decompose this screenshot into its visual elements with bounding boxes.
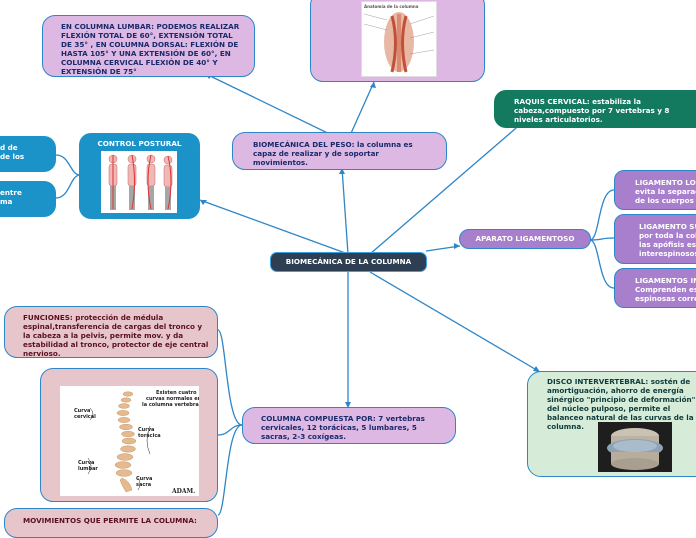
movimientos-text: MOVIMIENTOS QUE PERMITE LA COLUMNA:: [23, 516, 197, 525]
anatomy-caption: Anatomía de la columna: [364, 4, 419, 9]
back-muscles-illustration: Anatomía de la columna: [363, 4, 435, 73]
connector-lines: [55, 73, 615, 516]
ligamento-node-1[interactable]: LIGAMENTO LON evita la separaci de los c…: [614, 170, 696, 210]
central-topic-label: BIOMECÁNICA DE LA COLUMNA: [285, 257, 412, 266]
left-blue-text-1: d de de los: [0, 143, 25, 161]
control-postural-label: CONTROL POSTURAL: [97, 139, 182, 148]
ligamento-node-3[interactable]: LIGAMENTOS IN Comprenden esp espinosas c…: [614, 268, 696, 308]
left-blue-node-1[interactable]: d de de los: [0, 136, 56, 172]
funciones-node[interactable]: FUNCIONES: protección de médula espinal,…: [4, 306, 218, 358]
anatomy-node[interactable]: Anatomía de la columna: [310, 0, 485, 82]
columna-compuesta-node[interactable]: COLUMNA COMPUESTA POR: 7 vertebras cervi…: [242, 407, 456, 444]
lumbar-flexion-text: EN COLUMNA LUMBAR: PODEMOS REALIZAR FLEX…: [61, 22, 240, 76]
raquis-cervical-node[interactable]: RAQUIS CERVICAL: estabiliza la cabeza,co…: [494, 90, 696, 128]
columna-compuesta-text: COLUMNA COMPUESTA POR: 7 vertebras cervi…: [261, 414, 425, 441]
movimientos-node[interactable]: MOVIMIENTOS QUE PERMITE LA COLUMNA:: [4, 508, 218, 538]
ligamento-text-1: LIGAMENTO LON evita la separaci de los c…: [635, 178, 696, 205]
disco-intervertebral-node[interactable]: DISCO INTERVERTEBRAL: sostén de amortigu…: [527, 371, 696, 477]
disco-intervertebral-text: DISCO INTERVERTEBRAL: sostén de amortigu…: [547, 377, 696, 431]
raquis-cervical-text: RAQUIS CERVICAL: estabiliza la cabeza,co…: [514, 97, 670, 124]
control-postural-node[interactable]: CONTROL POSTURAL: [79, 133, 200, 219]
ligamento-node-2[interactable]: LIGAMENTO SU por toda la colu las apófis…: [614, 214, 696, 264]
left-blue-text-2: entre ma: [0, 188, 22, 206]
peso-text: BIOMECÁNICA DEL PESO: la columna es capa…: [253, 140, 413, 167]
adam-logo: ADAM.: [171, 488, 195, 495]
disc-illustration: [598, 422, 672, 472]
disc-image: [598, 422, 672, 472]
ligamento-text-2: LIGAMENTO SU por toda la colu las apófis…: [639, 222, 696, 258]
peso-node[interactable]: BIOMECÁNICA DEL PESO: la columna es capa…: [232, 132, 447, 170]
lumbar-flexion-node[interactable]: EN COLUMNA LUMBAR: PODEMOS REALIZAR FLEX…: [42, 15, 255, 77]
posture-image: [101, 151, 177, 213]
funciones-text: FUNCIONES: protección de médula espinal,…: [23, 313, 209, 358]
left-blue-node-2[interactable]: entre ma: [0, 181, 56, 217]
aparato-ligamentoso-node[interactable]: APARATO LIGAMENTOSO: [459, 229, 591, 249]
posture-figures-illustration: [108, 154, 173, 210]
aparato-ligamentoso-label: APARATO LIGAMENTOSO: [475, 234, 575, 243]
anatomy-image: Anatomía de la columna: [361, 1, 437, 77]
central-topic[interactable]: BIOMECÁNICA DE LA COLUMNA: [270, 252, 427, 272]
ligamento-text-3: LIGAMENTOS IN Comprenden esp espinosas c…: [635, 276, 696, 303]
